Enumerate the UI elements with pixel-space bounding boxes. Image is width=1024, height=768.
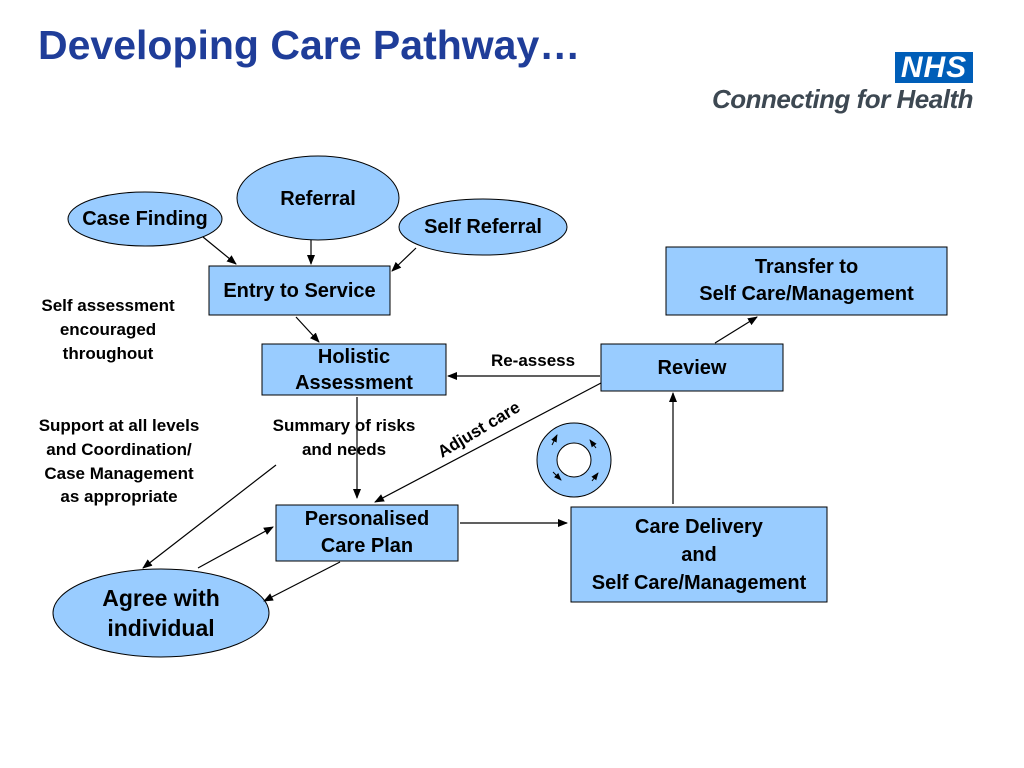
arrow-support-to-agree bbox=[142, 464, 277, 569]
review-box bbox=[600, 343, 784, 392]
care-delivery-box bbox=[570, 506, 828, 603]
reassess-label: Re-assess bbox=[490, 351, 576, 370]
care-plan-label: Personalised Care Plan bbox=[304, 508, 430, 557]
slide-title: Developing Care Pathway… bbox=[38, 22, 581, 68]
transfer-label: Transfer to Self Care/Management bbox=[699, 256, 914, 305]
self-assessment-note: Self assessment encouraged throughout bbox=[41, 296, 175, 363]
referral-ellipse bbox=[236, 155, 400, 241]
arrow-review-to-transfer bbox=[714, 316, 758, 344]
arrow-care-plan-to-agree bbox=[263, 561, 341, 602]
referral-label: Referral bbox=[280, 188, 356, 210]
logo-tagline: Connecting for Health bbox=[711, 84, 974, 114]
self-referral-label: Self Referral bbox=[424, 216, 542, 238]
entry-to-service-box bbox=[208, 265, 391, 316]
support-note: Support at all levels and Coordination/ … bbox=[38, 416, 200, 507]
care-delivery-label: Care Delivery and Self Care/Management bbox=[591, 515, 807, 594]
entry-to-service-label: Entry to Service bbox=[223, 279, 376, 302]
review-label: Review bbox=[657, 356, 727, 379]
summary-note: Summary of risks and needs bbox=[272, 416, 416, 459]
holistic-assessment-label: Holistic Assessment bbox=[295, 345, 413, 394]
holistic-assessment-box bbox=[261, 343, 447, 396]
agree-label: Agree with individual bbox=[102, 585, 220, 641]
agree-ellipse bbox=[52, 568, 270, 658]
nhs-logo: NHS Connecting for Health bbox=[700, 52, 980, 122]
arrow-entry-to-assessment bbox=[295, 316, 320, 343]
cycle-icon bbox=[536, 422, 612, 498]
case-finding-label: Case Finding bbox=[82, 208, 208, 230]
arrow-case-finding-to-entry bbox=[202, 236, 237, 265]
arrow-self-referral-to-entry bbox=[391, 247, 417, 272]
arrow-review-to-care-plan bbox=[374, 382, 602, 503]
self-referral-ellipse bbox=[398, 198, 568, 256]
arrow-agree-to-care-plan bbox=[197, 526, 274, 569]
transfer-box bbox=[665, 246, 948, 316]
care-plan-box bbox=[275, 504, 459, 562]
case-finding-ellipse bbox=[67, 191, 223, 247]
nhs-badge: NHS bbox=[895, 52, 973, 83]
